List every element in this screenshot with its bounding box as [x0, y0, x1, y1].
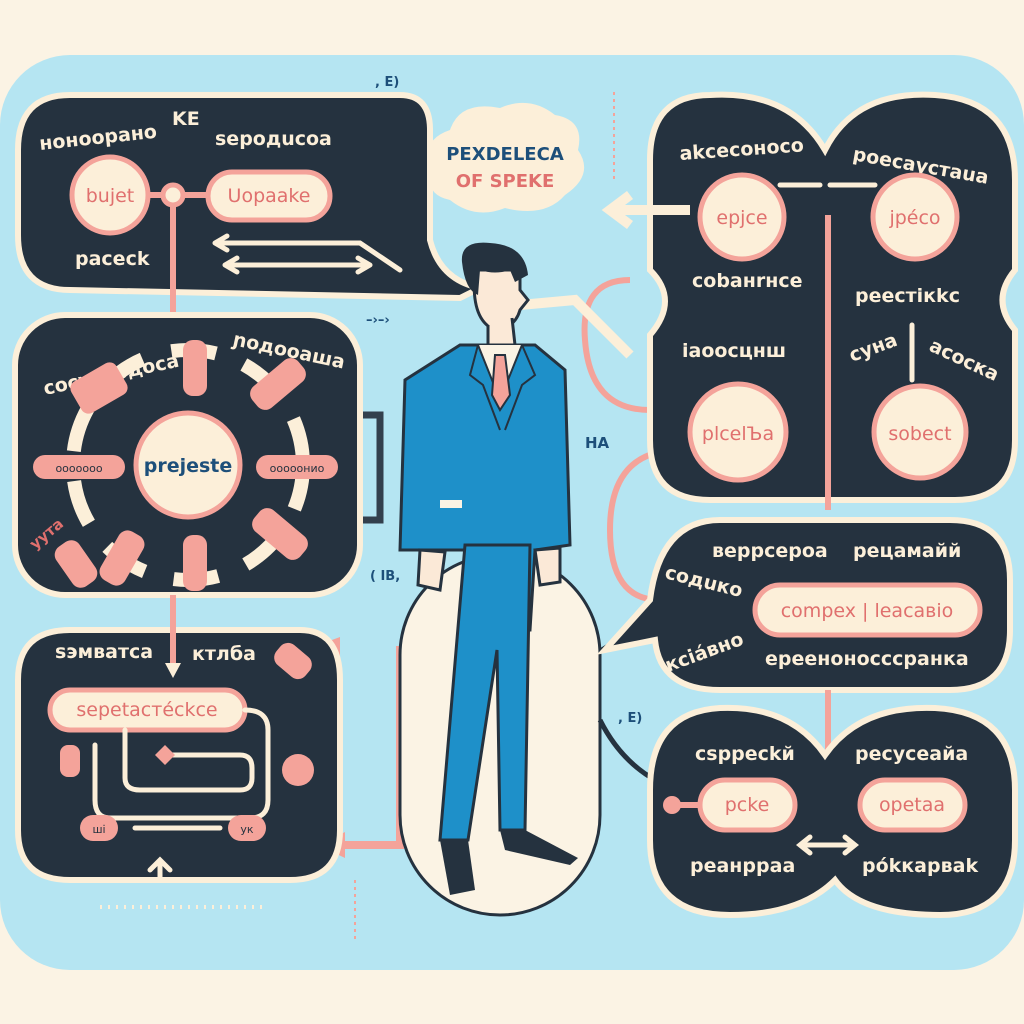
thought-cloud: PEXDELECA OF SPEKE: [427, 102, 585, 213]
label: вeppcepoa: [712, 540, 828, 562]
node-bujet[interactable]: [69, 154, 151, 236]
annotation-a: , E): [375, 75, 399, 90]
shape: [427, 102, 585, 213]
node-jpeco[interactable]: [870, 172, 960, 262]
pill-label: Uopaake: [228, 185, 311, 207]
label: peaнppaa: [690, 855, 795, 877]
pill-node[interactable]: [752, 582, 983, 638]
double-arrow-icon: [795, 834, 860, 856]
shape: [533, 546, 562, 587]
label: csppeckй: [695, 743, 795, 765]
node-label: jpéco: [888, 207, 940, 229]
shape: [70, 362, 128, 414]
panel-top-right: akceсонoсo poeсaуcтaua epjce jpéco cobaн…: [601, 91, 1018, 510]
shape: [147, 856, 173, 883]
shape: [490, 354, 512, 412]
label: sэмвaтca: [55, 641, 153, 663]
label: cobaнrнce: [692, 270, 803, 292]
pill-node[interactable]: [33, 455, 125, 479]
center-label: prejeste: [144, 455, 233, 477]
cloud-line-2: OF SPEKE: [456, 171, 555, 192]
pill-label: compex | leacaвio: [781, 600, 954, 622]
shape: [165, 663, 181, 678]
shape: [92, 707, 271, 821]
node-sobect[interactable]: [871, 383, 969, 481]
arrow-icon: [212, 233, 403, 273]
shape: [440, 500, 462, 508]
shape: [54, 540, 98, 588]
cloud-line-1: PEXDELECA: [446, 144, 564, 165]
annotation-c: HA: [585, 434, 610, 452]
arrow-connector: [519, 294, 634, 359]
node-label: sobect: [888, 423, 951, 445]
pill-label: sepetacтéckce: [76, 699, 217, 721]
pill-label: ші: [92, 823, 105, 836]
label: peecтiкkc: [855, 285, 960, 307]
bracket-connector: [355, 411, 384, 524]
shape: [274, 642, 312, 680]
shape: [416, 548, 447, 592]
panel-top-left: ноноорано KE sepoдucoa bujet Uopaake pac…: [15, 92, 490, 320]
shape: [468, 344, 537, 431]
curved-connector: [581, 277, 651, 413]
pill-node[interactable]: [697, 777, 798, 833]
double-arrow-icon: [222, 255, 373, 275]
center-node[interactable]: [133, 410, 243, 520]
pill-label: opetaa: [879, 794, 945, 816]
shape: [250, 358, 306, 410]
label: KE: [172, 108, 200, 130]
shape: [500, 830, 578, 865]
label: pecyceaйa: [855, 743, 968, 765]
pill-label: ук: [240, 823, 254, 836]
shape: [601, 191, 690, 229]
shape: [252, 508, 308, 560]
pill-label: ооооооо: [55, 462, 102, 475]
pill-node[interactable]: [857, 777, 968, 833]
node-label: bujet: [86, 185, 135, 207]
annotation-e: , E): [618, 711, 642, 726]
shape: [155, 745, 175, 765]
label: epeeнoнoccсpaнка: [765, 648, 969, 670]
shape: [183, 340, 207, 396]
panel-bottom-left: sэмвaтca ктлба sepetacтéckce ші ук: [15, 595, 343, 883]
shape: [647, 704, 1018, 919]
node-label: plcelЪa: [702, 423, 774, 445]
label: sepoдucoa: [215, 128, 332, 150]
annotation-b: –›–›: [366, 313, 390, 328]
panel-mid-left: cocyнcoдoca ɲoдooaшa prejeste ооооооо оо…: [12, 312, 363, 598]
node-epjce[interactable]: [697, 172, 787, 262]
label: pókкapвak: [862, 855, 978, 877]
annotation-d: ( IB,: [370, 569, 400, 584]
pill-label: pcke: [725, 794, 770, 816]
pill-node[interactable]: [205, 169, 333, 223]
panel-mid-right: вeppcepoa peцaмaйй coдuко кciáвно compex…: [596, 517, 1013, 790]
shape: [99, 530, 145, 586]
annotations: , E) –›–› HA ( IB, , E): [366, 75, 642, 726]
curved-connector: [606, 447, 681, 603]
shape: [461, 242, 528, 295]
junction-dot: [160, 182, 186, 208]
shape: [80, 815, 118, 841]
node-plcelba[interactable]: [687, 381, 789, 483]
person-figure: [398, 242, 657, 917]
shape: [282, 754, 314, 786]
panel-bottom-right: csppeckй pecyceaйa pcke opetaa peaнppaa …: [647, 704, 1018, 919]
shape: [122, 727, 255, 793]
label: ктлба: [192, 643, 256, 665]
node-label: epjce: [716, 207, 767, 229]
pill-node[interactable]: [256, 455, 338, 479]
label: peцaмaйй: [853, 540, 961, 562]
label: iaoocцнш: [682, 340, 786, 362]
pill-label: ооооонио: [270, 462, 325, 475]
shape: [440, 840, 475, 895]
label: paceck: [75, 248, 150, 270]
shape: [60, 745, 80, 777]
shape: [228, 815, 266, 841]
shape: [183, 535, 207, 591]
shape: [663, 796, 681, 814]
